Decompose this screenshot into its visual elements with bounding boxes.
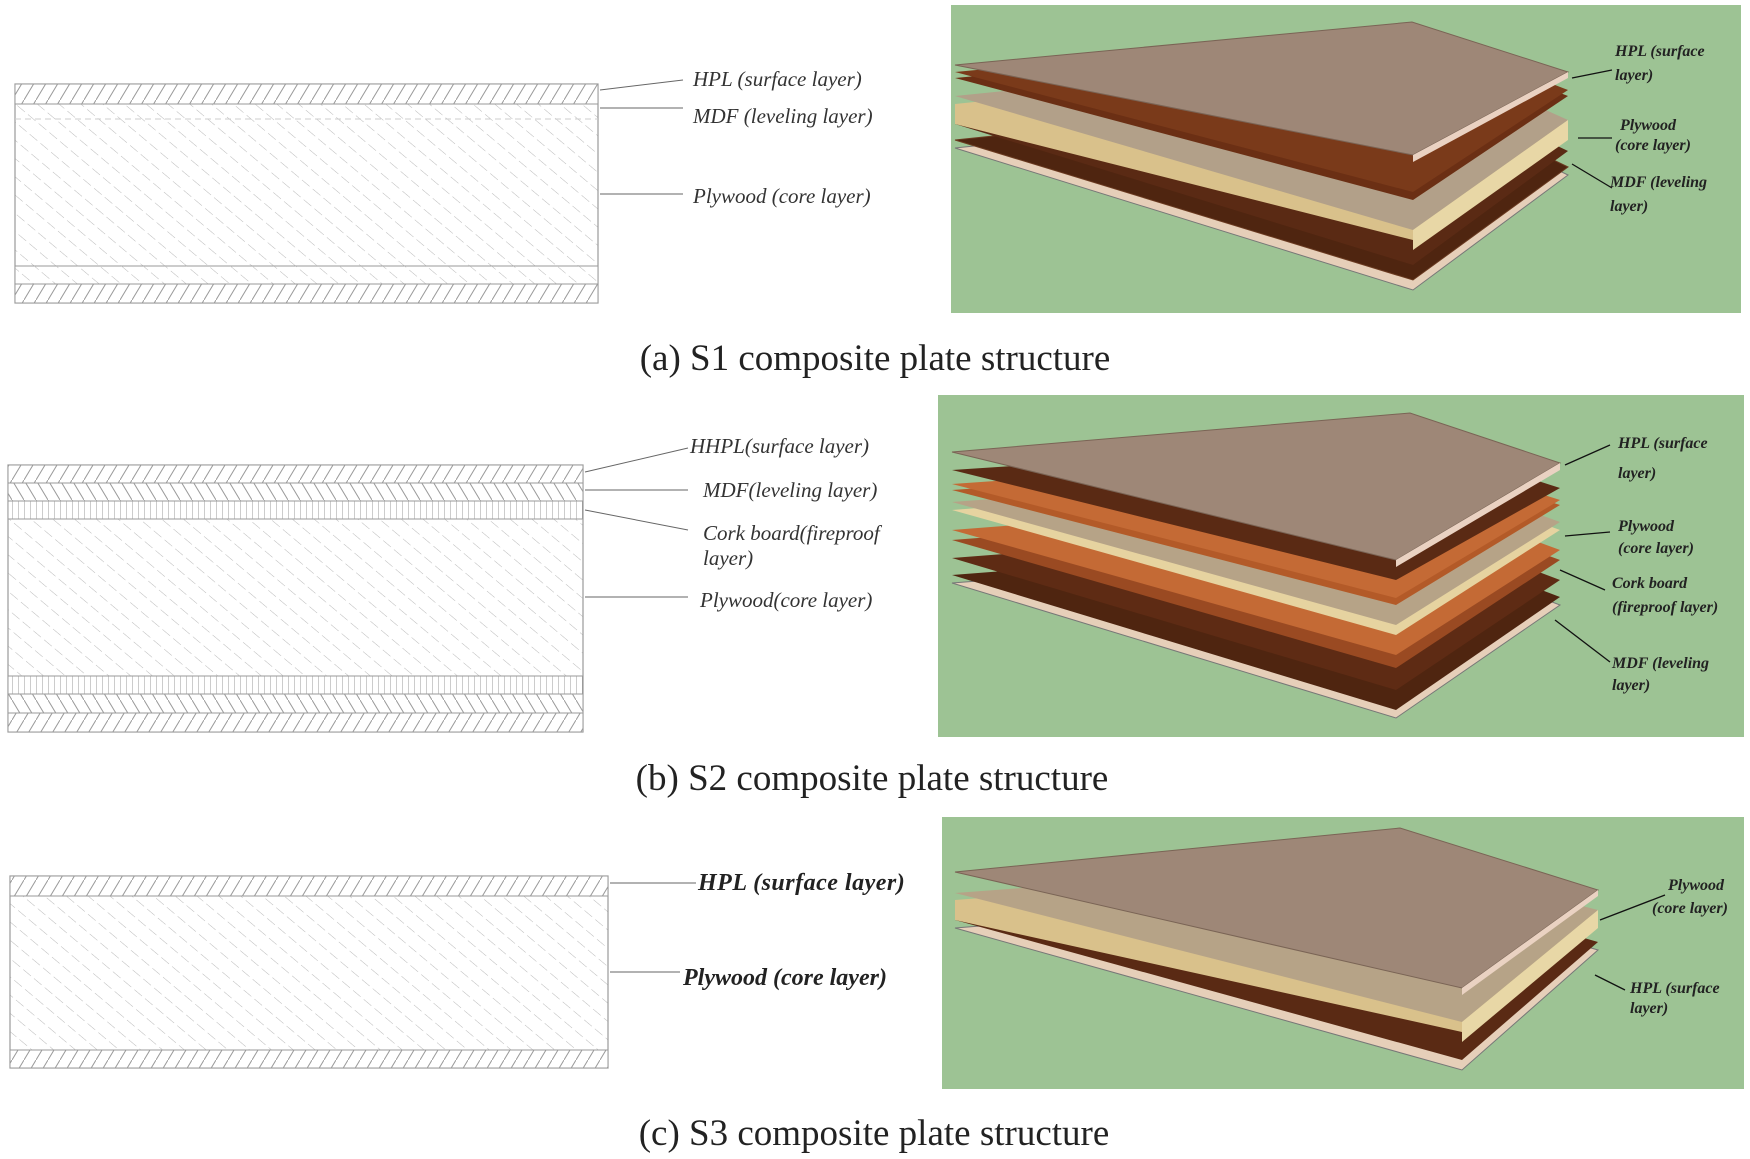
- section-label-b-3: Plywood(core layer): [699, 588, 872, 612]
- persp-label-b-0-l1: HPL (surface: [1617, 435, 1708, 452]
- persp-label-c-1-l2: layer): [1630, 1000, 1668, 1017]
- persp-label-a-2-l2: layer): [1610, 198, 1648, 215]
- section-label-a-2: Plywood (core layer): [692, 184, 871, 208]
- panel-a: HPL (surface layer) MDF (leveling layer)…: [14, 5, 1741, 379]
- persp-label-b-2-l1: Cork board: [1612, 575, 1688, 592]
- section-label-c-1: Plywood (core layer): [682, 965, 887, 991]
- caption-c: (c) S3 composite plate structure: [639, 1113, 1110, 1154]
- persp-label-b-1-l1: Plywood: [1617, 518, 1675, 535]
- caption-b: (b) S2 composite plate structure: [636, 758, 1109, 799]
- persp-label-c-1-l1: HPL (surface: [1629, 980, 1720, 997]
- section-label-a-0: HPL (surface layer): [692, 67, 862, 91]
- caption-a: (a) S1 composite plate structure: [640, 338, 1111, 379]
- persp-label-a-2-l1: MDF (leveling: [1609, 174, 1707, 191]
- persp-label-b-0-l2: layer): [1618, 465, 1656, 482]
- persp-label-a-0-l1: HPL (surface: [1614, 43, 1705, 60]
- section-label-b-0: HHPL(surface layer): [689, 434, 869, 458]
- perspective-render-c: [942, 817, 1744, 1089]
- perspective-render-a: [951, 5, 1741, 313]
- persp-label-b-3-l1: MDF (leveling: [1611, 655, 1709, 672]
- panel-c: HPL (surface layer) Plywood (core layer)…: [9, 817, 1744, 1154]
- persp-label-b-3-l2: layer): [1612, 677, 1650, 694]
- section-label-b-1: MDF(leveling layer): [702, 478, 877, 502]
- persp-label-a-0-l2: layer): [1615, 67, 1653, 84]
- persp-label-c-0-l1: Plywood: [1667, 877, 1725, 894]
- cross-section-c: [9, 875, 609, 1069]
- section-label-b-2-l1: Cork board(fireproof: [703, 521, 883, 545]
- perspective-render-b: [938, 395, 1744, 737]
- section-label-c-0: HPL (surface layer): [697, 870, 905, 896]
- persp-label-b-2-l2: (fireproof layer): [1612, 599, 1718, 616]
- panel-b: HHPL(surface layer) MDF(leveling layer) …: [7, 395, 1744, 799]
- cross-section-a: [14, 83, 599, 304]
- section-label-a-1: MDF (leveling layer): [692, 104, 873, 128]
- persp-label-c-0-l2: (core layer): [1652, 900, 1728, 917]
- cross-section-b: [7, 464, 584, 733]
- section-label-b-2-l2: layer): [703, 546, 753, 570]
- persp-label-b-1-l2: (core layer): [1618, 540, 1694, 557]
- persp-label-a-1-l1: Plywood: [1619, 117, 1677, 134]
- persp-label-a-1-l2: (core layer): [1615, 137, 1691, 154]
